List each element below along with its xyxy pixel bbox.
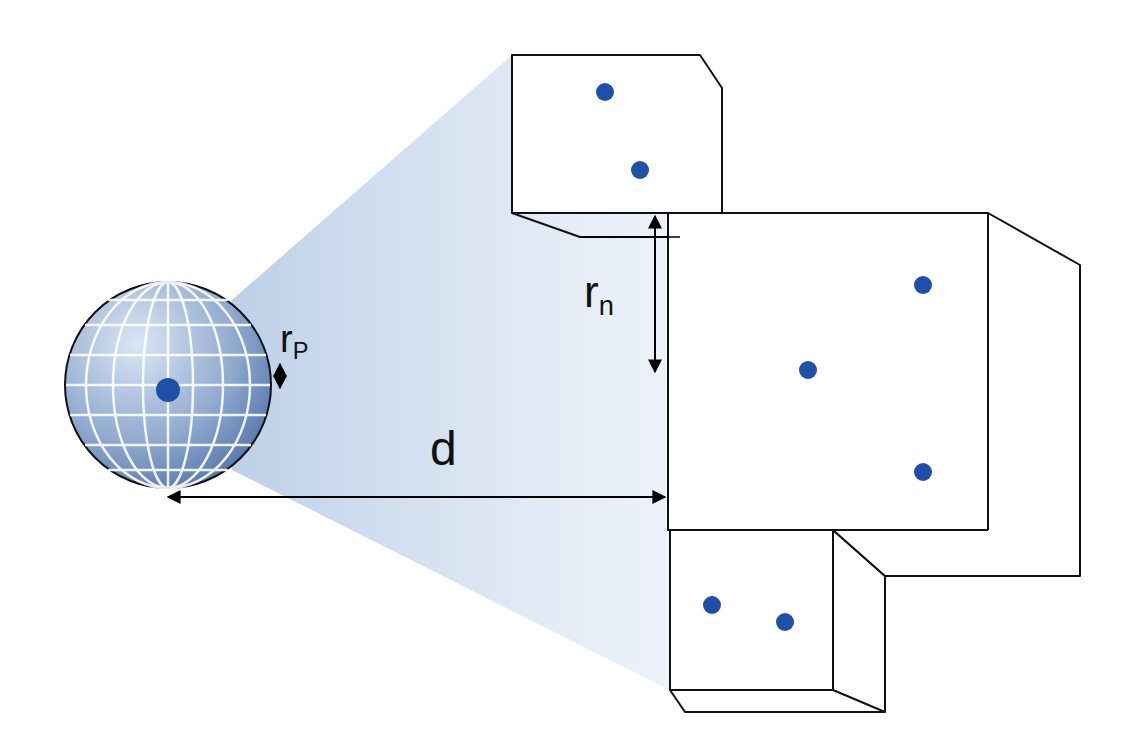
d-label: d xyxy=(430,425,457,473)
bottom-cell xyxy=(670,530,885,712)
central-cell xyxy=(668,213,1080,576)
globe xyxy=(65,282,271,488)
rn-arrow xyxy=(654,216,656,372)
rp-arrow xyxy=(279,364,281,388)
particles xyxy=(596,83,932,631)
d-arrow xyxy=(168,496,665,498)
rn-label: rn xyxy=(584,270,614,319)
rn-tick xyxy=(580,236,680,238)
top-cell xyxy=(512,55,722,237)
rp-label: rP xyxy=(280,320,308,364)
